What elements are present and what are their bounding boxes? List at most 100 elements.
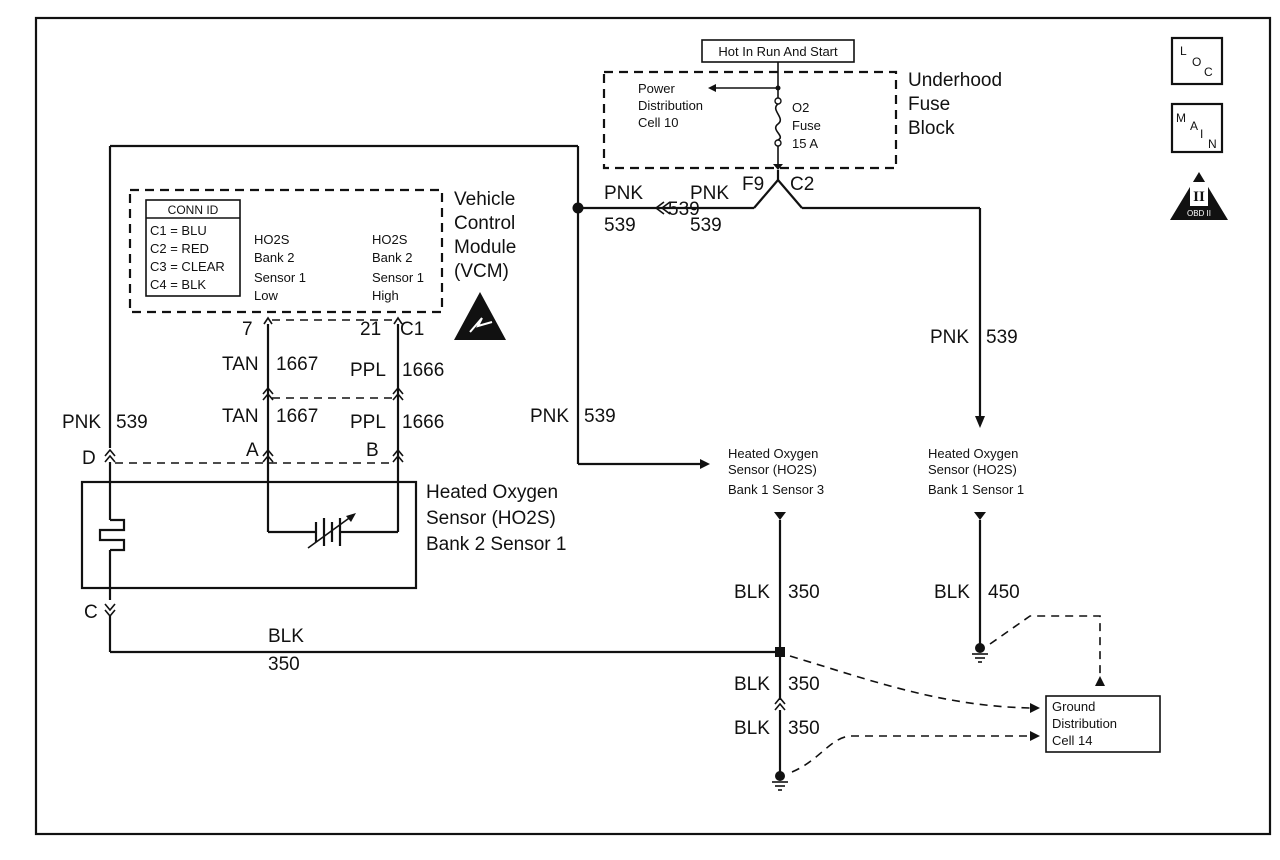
wire-350-label-4: 350 bbox=[788, 718, 820, 739]
svg-text:M: M bbox=[1176, 111, 1186, 125]
svg-text:Sensor (HO2S): Sensor (HO2S) bbox=[728, 462, 817, 477]
wire-1666-label-1: 1666 bbox=[402, 360, 444, 381]
svg-text:O: O bbox=[1192, 55, 1201, 69]
wire-350-label-1: 350 bbox=[268, 654, 300, 675]
pin-d-label: D bbox=[82, 448, 96, 469]
svg-text:Cell 10: Cell 10 bbox=[638, 115, 678, 130]
wire-350-label-3: 350 bbox=[788, 674, 820, 695]
pin-7-label: 7 bbox=[242, 319, 253, 340]
svg-text:Bank 2: Bank 2 bbox=[254, 250, 294, 265]
svg-text:Module: Module bbox=[454, 237, 516, 258]
obd-ii-icon[interactable]: II OBD II bbox=[1170, 172, 1228, 220]
sensor-element-icon bbox=[307, 513, 356, 549]
svg-text:C1 = BLU: C1 = BLU bbox=[150, 223, 207, 238]
o2-fuse-icon bbox=[774, 97, 782, 147]
svg-text:Power: Power bbox=[638, 81, 676, 96]
svg-text:CONN ID: CONN ID bbox=[168, 203, 219, 217]
svg-text:Fuse: Fuse bbox=[792, 118, 821, 133]
pin-c-label: C bbox=[84, 602, 98, 623]
loc-icon[interactable]: L O C bbox=[1170, 36, 1224, 86]
wire-blk-label-5: BLK bbox=[934, 582, 970, 603]
wire-1667-label-2: 1667 bbox=[276, 406, 318, 427]
wire-pnk-label-1: PNK bbox=[690, 183, 729, 204]
ground-distribution-box bbox=[1045, 695, 1161, 753]
svg-text:OBD II: OBD II bbox=[1187, 209, 1211, 218]
svg-text:C3 = CLEAR: C3 = CLEAR bbox=[150, 259, 225, 274]
svg-text:Low: Low bbox=[254, 288, 278, 303]
underhood-fuse-block-label: Underhood Fuse Block bbox=[908, 70, 1002, 139]
wire-pnk-label-5: PNK bbox=[62, 412, 101, 433]
o2-fuse-label: O2 Fuse 15 A bbox=[792, 100, 821, 151]
svg-text:I: I bbox=[1200, 127, 1203, 141]
wire-ppl-label-1: PPL bbox=[350, 360, 386, 381]
diagram-frame bbox=[34, 16, 1272, 836]
svg-text:Sensor 1: Sensor 1 bbox=[372, 270, 424, 285]
svg-text:C4 = BLK: C4 = BLK bbox=[150, 277, 206, 292]
svg-text:Block: Block bbox=[908, 118, 955, 139]
wire-blk-label-4: BLK bbox=[734, 718, 770, 739]
pin-21-label: 21 bbox=[360, 319, 381, 340]
underhood-fuse-block-box bbox=[602, 70, 898, 170]
wire-blk-label-1: BLK bbox=[268, 626, 304, 647]
svg-text:Bank 1 Sensor 3: Bank 1 Sensor 3 bbox=[728, 482, 824, 497]
svg-text:Distribution: Distribution bbox=[1052, 716, 1117, 731]
wire-539-label-4: 539 bbox=[986, 327, 1018, 348]
wire-pnk-label-4: PNK bbox=[930, 327, 969, 348]
wire-blk-label-2: BLK bbox=[734, 582, 770, 603]
svg-text:Bank 2 Sensor 1: Bank 2 Sensor 1 bbox=[426, 534, 566, 555]
ground-icon-2 bbox=[972, 643, 988, 663]
wire-1667-label-1: 1667 bbox=[276, 354, 318, 375]
svg-text:II: II bbox=[1193, 189, 1205, 205]
svg-text:Underhood: Underhood bbox=[908, 70, 1002, 91]
svg-text:Sensor (HO2S): Sensor (HO2S) bbox=[928, 462, 1017, 477]
svg-text:HO2S: HO2S bbox=[372, 232, 408, 247]
ground-distribution-label: Ground Distribution Cell 14 bbox=[1052, 699, 1117, 748]
wire-350-label-2: 350 bbox=[788, 582, 820, 603]
svg-text:Heated Oxygen: Heated Oxygen bbox=[728, 446, 818, 461]
svg-text:Control: Control bbox=[454, 213, 515, 234]
svg-text:Sensor (HO2S): Sensor (HO2S) bbox=[426, 508, 556, 529]
vcm-box bbox=[128, 188, 444, 314]
main-icon[interactable]: M A I N bbox=[1170, 102, 1224, 154]
ground-icon-1 bbox=[772, 771, 788, 791]
vcm-ho2s-low-label: HO2S Bank 2 Sensor 1 Low bbox=[254, 232, 306, 303]
svg-text:Fuse: Fuse bbox=[908, 94, 950, 115]
wire-539-label-3: 539 bbox=[584, 406, 616, 427]
wire-1666-label-2: 1666 bbox=[402, 412, 444, 433]
esd-warning-icon bbox=[454, 292, 506, 340]
ho2s-bank2-sensor1-label: Heated Oxygen Sensor (HO2S) Bank 2 Senso… bbox=[426, 482, 566, 555]
svg-text:Heated Oxygen: Heated Oxygen bbox=[426, 482, 558, 503]
wire-ppl-label-2: PPL bbox=[350, 412, 386, 433]
wire-pnk-label-2: PNK bbox=[604, 183, 643, 204]
vcm-label: Vehicle Control Module (VCM) bbox=[454, 189, 516, 282]
svg-text:(VCM): (VCM) bbox=[454, 261, 509, 282]
svg-text:Cell 14: Cell 14 bbox=[1052, 733, 1092, 748]
svg-text:L: L bbox=[1180, 44, 1187, 58]
hot-in-run-label: Hot In Run And Start bbox=[718, 44, 838, 59]
svg-text:A: A bbox=[1190, 119, 1198, 133]
wire-539-label-5: 539 bbox=[116, 412, 148, 433]
svg-text:Bank 1 Sensor 1: Bank 1 Sensor 1 bbox=[928, 482, 1024, 497]
wire-450-label: 450 bbox=[988, 582, 1020, 603]
svg-text:Distribution: Distribution bbox=[638, 98, 703, 113]
svg-text:C2 = RED: C2 = RED bbox=[150, 241, 209, 256]
ground-splice-dot bbox=[775, 647, 785, 657]
svg-text:Ground: Ground bbox=[1052, 699, 1095, 714]
wire-blk-label-3: BLK bbox=[734, 674, 770, 695]
ho2s-bank2-sensor1-box bbox=[80, 480, 418, 590]
power-distribution-label: Power Distribution Cell 10 bbox=[638, 81, 703, 130]
pin-a-label: A bbox=[246, 440, 259, 461]
wire-539-label-1: 539 bbox=[690, 215, 722, 236]
vcm-ho2s-high-label: HO2S Bank 2 Sensor 1 High bbox=[372, 232, 424, 303]
wire-pnk-label-3: PNK bbox=[530, 406, 569, 427]
svg-text:Vehicle: Vehicle bbox=[454, 189, 515, 210]
svg-text:High: High bbox=[372, 288, 399, 303]
wire-tan-label-2: TAN bbox=[222, 406, 259, 427]
conn-id-table: CONN ID C1 = BLU C2 = RED C3 = CLEAR C4 … bbox=[145, 199, 241, 297]
pin-c1-label: C1 bbox=[400, 319, 424, 340]
svg-text:Sensor 1: Sensor 1 bbox=[254, 270, 306, 285]
svg-text:Heated Oxygen: Heated Oxygen bbox=[928, 446, 1018, 461]
svg-text:C: C bbox=[1204, 65, 1213, 79]
wire-539-label-2: 539 bbox=[604, 215, 636, 236]
